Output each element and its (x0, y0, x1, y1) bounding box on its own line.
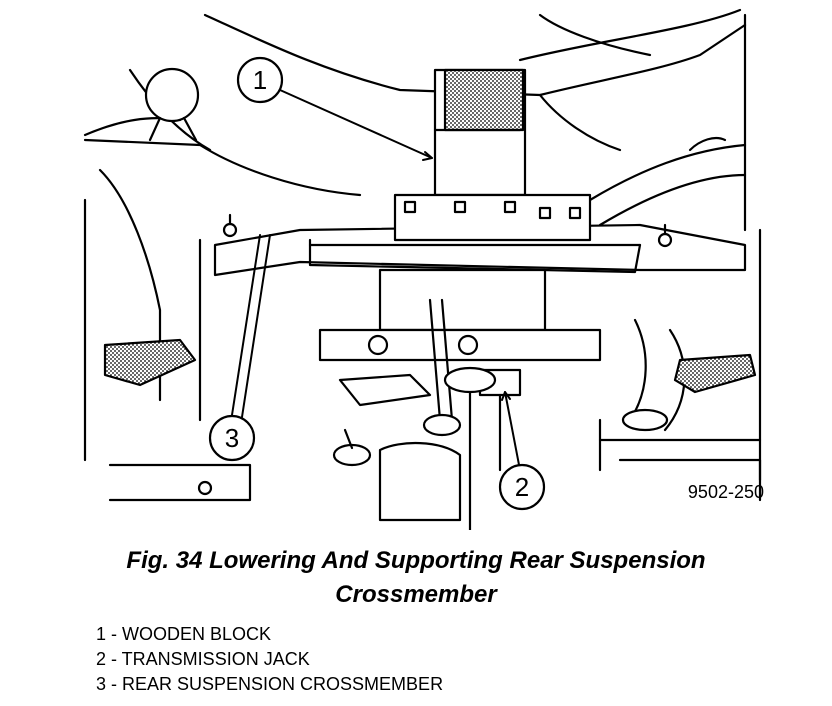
suspension-pad-right (673, 353, 757, 394)
lower-frame (108, 438, 762, 502)
leader-lines (231, 89, 521, 471)
callout-3: 3 (208, 414, 256, 462)
callout-3-label: 3 (225, 423, 239, 453)
rear-suspension-crossmember (213, 193, 747, 277)
legend-item-transmission-jack: 2 - TRANSMISSION JACK (96, 649, 310, 669)
exhaust-pipe (588, 136, 747, 472)
crossmember-illustration: 1 2 3 9502-250 (83, 8, 764, 530)
figure-caption-line-2: Crossmember (335, 581, 497, 608)
callout-2: 2 (498, 463, 546, 511)
legend-item-rear-suspension-crossmember: 3 - REAR SUSPENSION CROSSMEMBER (96, 674, 444, 694)
figure-caption-line-1: Fig. 34 Lowering And Supporting Rear Sus… (126, 547, 706, 574)
wooden-block (433, 68, 527, 197)
callout-2-label: 2 (515, 472, 529, 502)
suspension-pad-left (103, 338, 197, 387)
callout-1: 1 (236, 56, 284, 104)
legend-item-wooden-block: 1 - WOODEN BLOCK (96, 624, 272, 644)
transmission-jack (318, 268, 602, 530)
callout-1-label: 1 (253, 65, 267, 95)
figure-number: 9502-250 (688, 482, 764, 502)
body-stud (144, 67, 200, 142)
